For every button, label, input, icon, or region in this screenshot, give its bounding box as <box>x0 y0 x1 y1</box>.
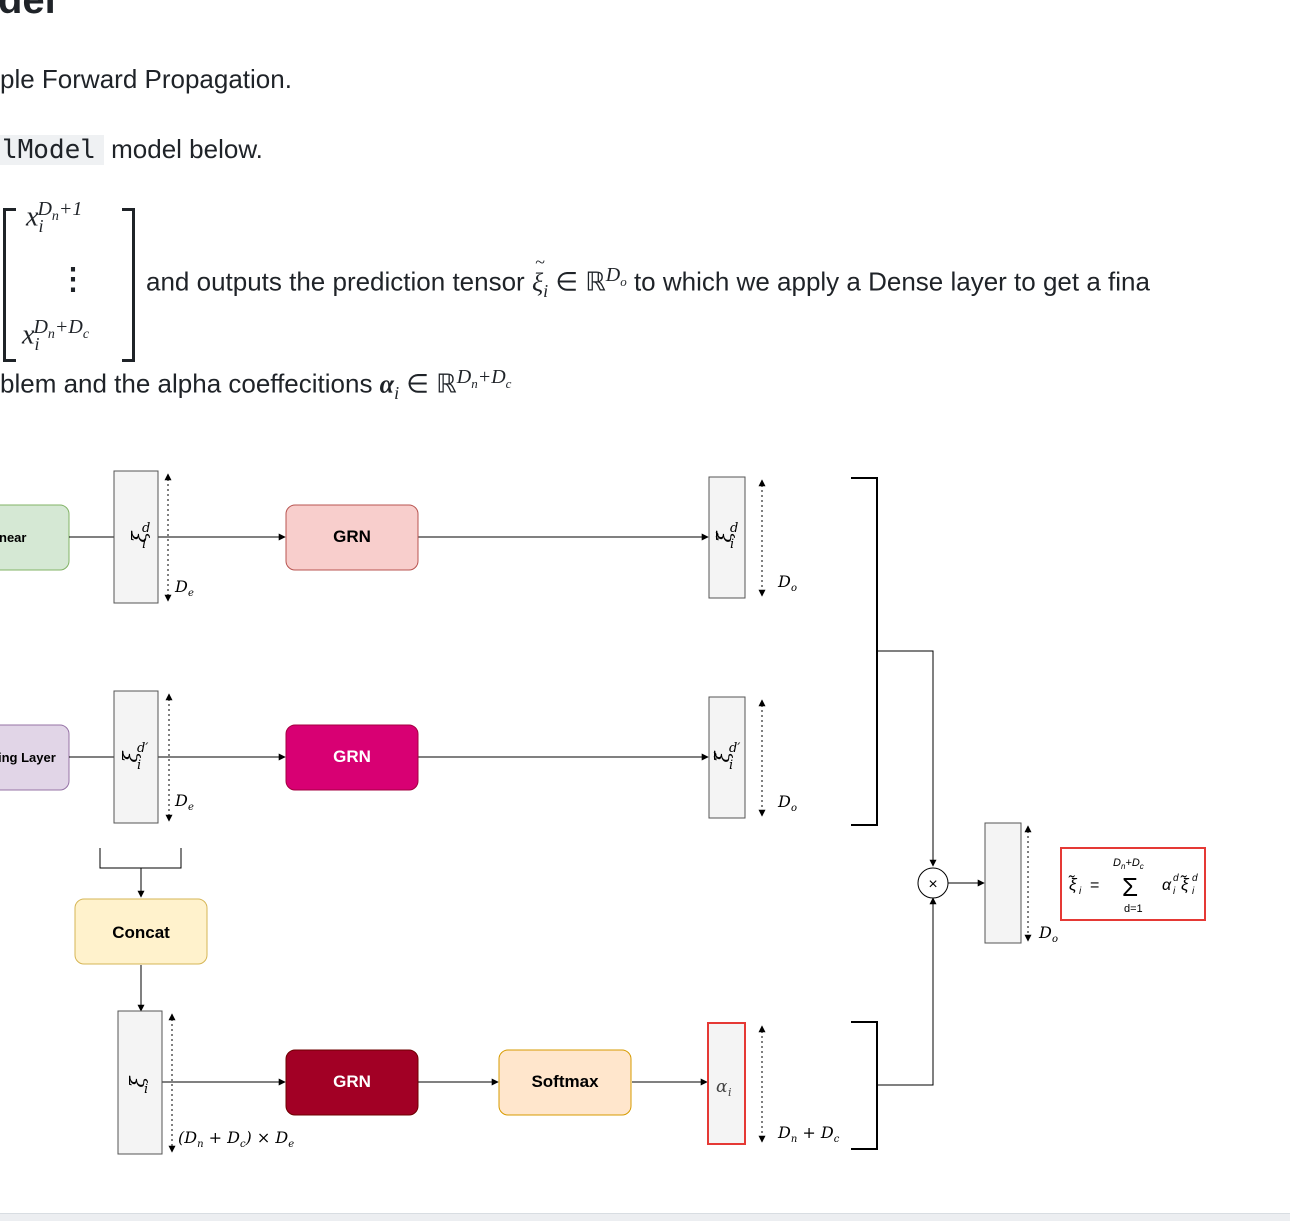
svg-text:Dn+Dc: Dn+Dc <box>1113 857 1144 871</box>
dim-alpha-size: Dn + Dc <box>777 1123 840 1145</box>
model-below-text: model below. <box>103 134 263 164</box>
linear-node-label: near <box>0 530 26 545</box>
grn-middle-label: GRN <box>333 747 371 766</box>
svg-text:e: e <box>188 588 194 599</box>
paragraph-prediction-tensor: and outputs the prediction tensor ξ~i ∈ … <box>146 251 1150 301</box>
svg-text:ξ: ξ <box>127 531 151 543</box>
grn-top-label: GRN <box>333 527 371 546</box>
grn-node-middle <box>285 724 419 791</box>
svg-text:ξ̃: ξ̃ <box>1180 874 1190 894</box>
svg-text:i: i <box>1173 886 1176 897</box>
svg-text:D: D <box>174 791 188 810</box>
paragraph-forward-propagation: ple Forward Propagation. <box>0 64 292 94</box>
label-xi: ξ <box>125 1076 149 1088</box>
svg-text:i: i <box>728 1086 732 1099</box>
svg-text:i: i <box>730 537 734 552</box>
label-xi-d: ξ <box>127 531 151 543</box>
output-formula: ξ̃ i = Σ Dn+Dc d=1 α d i ξ̃ d i <box>1068 857 1198 915</box>
svg-text:Σ: Σ <box>1122 872 1138 902</box>
paragraph-alpha-coefficients: blem and the alpha coeffecitions αi ∈ ℝD… <box>0 366 512 403</box>
svg-text:Dn + Dc: Dn + Dc <box>777 1123 840 1145</box>
matrix-bottom-entry: xiDn+Dc <box>22 316 90 354</box>
svg-text:(Dn + Dc) × De: (Dn + Dc) × De <box>178 1128 294 1150</box>
svg-text:e: e <box>188 802 194 813</box>
vector-alpha <box>707 1022 746 1145</box>
bracket-xi-tilde <box>851 477 878 826</box>
svg-text:o: o <box>791 583 797 594</box>
svg-text:d′: d′ <box>729 741 740 756</box>
label-xi-tilde-d: ξ̃ <box>712 531 736 543</box>
dim-do-middle: D o <box>777 792 797 814</box>
bracket-alpha <box>851 1021 878 1150</box>
grn-node-bottom <box>285 1049 419 1116</box>
matrix-dots: ⋮ <box>58 263 88 296</box>
grn-bottom-label: GRN <box>333 1072 371 1091</box>
vector-xi-d <box>113 470 159 604</box>
matrix-top-entry: xiDn+1 <box>26 198 83 236</box>
dim-concat-size: (Dn + Dc) × De <box>178 1128 294 1150</box>
dim-do-top: D o <box>777 572 797 594</box>
svg-text:d: d <box>1173 873 1179 884</box>
vector-xi-tilde-d <box>708 476 746 599</box>
label-xi-tilde-d-prime: ξ̃ <box>710 751 734 763</box>
svg-text:ξ: ξ <box>125 1076 149 1088</box>
svg-text:ξ̃: ξ̃ <box>712 531 736 543</box>
grn-node-top <box>285 504 419 571</box>
svg-text:o: o <box>791 803 797 814</box>
svg-text:d=1: d=1 <box>1124 903 1143 915</box>
svg-text:d: d <box>730 521 738 536</box>
svg-text:D: D <box>1038 923 1052 942</box>
multiply-symbol: × <box>928 876 937 893</box>
section-heading: del <box>0 0 56 22</box>
svg-text:ξ̃: ξ̃ <box>1068 874 1078 894</box>
svg-text:D: D <box>777 792 791 811</box>
svg-text:D: D <box>174 577 188 596</box>
vector-xi-concat <box>117 1010 163 1155</box>
svg-text:ξ: ξ <box>118 751 142 763</box>
multiply-node <box>917 867 949 899</box>
concat-node <box>74 898 208 965</box>
svg-text:d: d <box>1192 873 1198 884</box>
notebook-cell-divider <box>0 1213 1290 1221</box>
svg-text:i: i <box>729 758 733 773</box>
vector-xi-tilde-d-prime <box>708 696 746 819</box>
svg-text:i: i <box>1192 886 1195 897</box>
svg-text:ξ̃: ξ̃ <box>710 751 734 763</box>
svg-text:D: D <box>777 572 791 591</box>
label-xi-d-prime: ξ <box>118 751 142 763</box>
softmax-node <box>498 1049 632 1116</box>
dim-de-middle: D e <box>174 791 194 813</box>
inline-code-model: lModel <box>0 135 104 165</box>
vector-xi-d-prime <box>113 690 159 824</box>
output-formula-box <box>1060 847 1206 921</box>
paragraph-model-below: lModel model below. <box>0 134 263 165</box>
dim-do-output: D o <box>1038 923 1058 945</box>
matrix-right-bracket <box>122 208 135 362</box>
svg-text:i: i <box>137 758 141 773</box>
label-alpha: α <box>716 1077 728 1097</box>
svg-text:d: d <box>142 521 150 536</box>
concat-label: Concat <box>112 923 170 942</box>
svg-text:i: i <box>144 1082 148 1097</box>
softmax-label: Softmax <box>531 1072 599 1091</box>
svg-text:α: α <box>1162 877 1172 894</box>
svg-text:d′: d′ <box>137 741 148 756</box>
svg-text:=: = <box>1090 877 1099 894</box>
svg-text:i: i <box>1079 886 1082 897</box>
vector-output-xi <box>984 822 1022 944</box>
matrix-left-bracket <box>3 208 16 362</box>
embedding-layer-node-label: ing Layer <box>0 750 56 765</box>
svg-text:i: i <box>142 537 146 552</box>
dim-de-top: D e <box>174 577 194 599</box>
svg-text:o: o <box>1052 934 1058 945</box>
